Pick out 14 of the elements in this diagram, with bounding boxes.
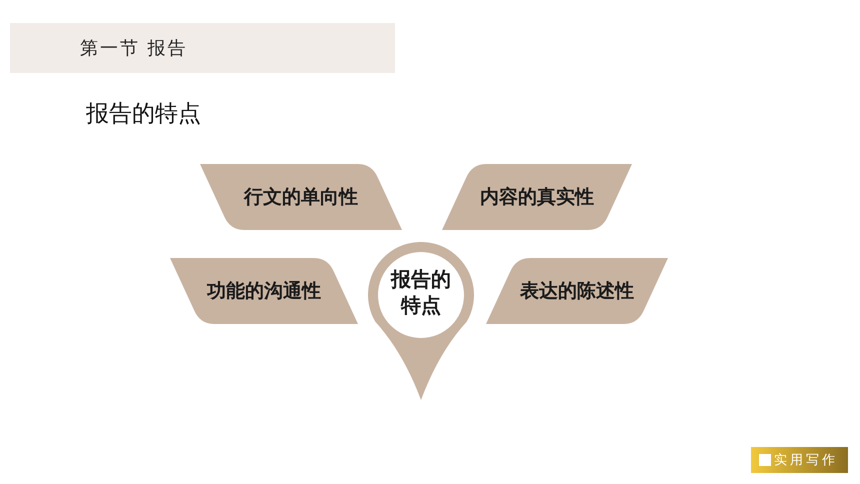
location-pin	[368, 242, 474, 400]
feature-box	[200, 164, 402, 230]
center-label: 报告的特点	[390, 266, 452, 318]
footer-badge	[751, 447, 848, 473]
feature-box	[442, 164, 632, 230]
feature-box	[170, 258, 358, 324]
heading: 报告的特点	[86, 100, 201, 129]
feature-box	[486, 258, 668, 324]
feature-label: 功能的沟通性	[206, 279, 322, 304]
feature-label: 内容的真实性	[479, 185, 595, 210]
feature-label: 行文的单向性	[242, 185, 359, 210]
feature-label: 表达的陈述性	[518, 279, 635, 304]
section-title: 第一节 报告	[80, 37, 188, 60]
footer-label: 实用写作	[774, 452, 838, 469]
